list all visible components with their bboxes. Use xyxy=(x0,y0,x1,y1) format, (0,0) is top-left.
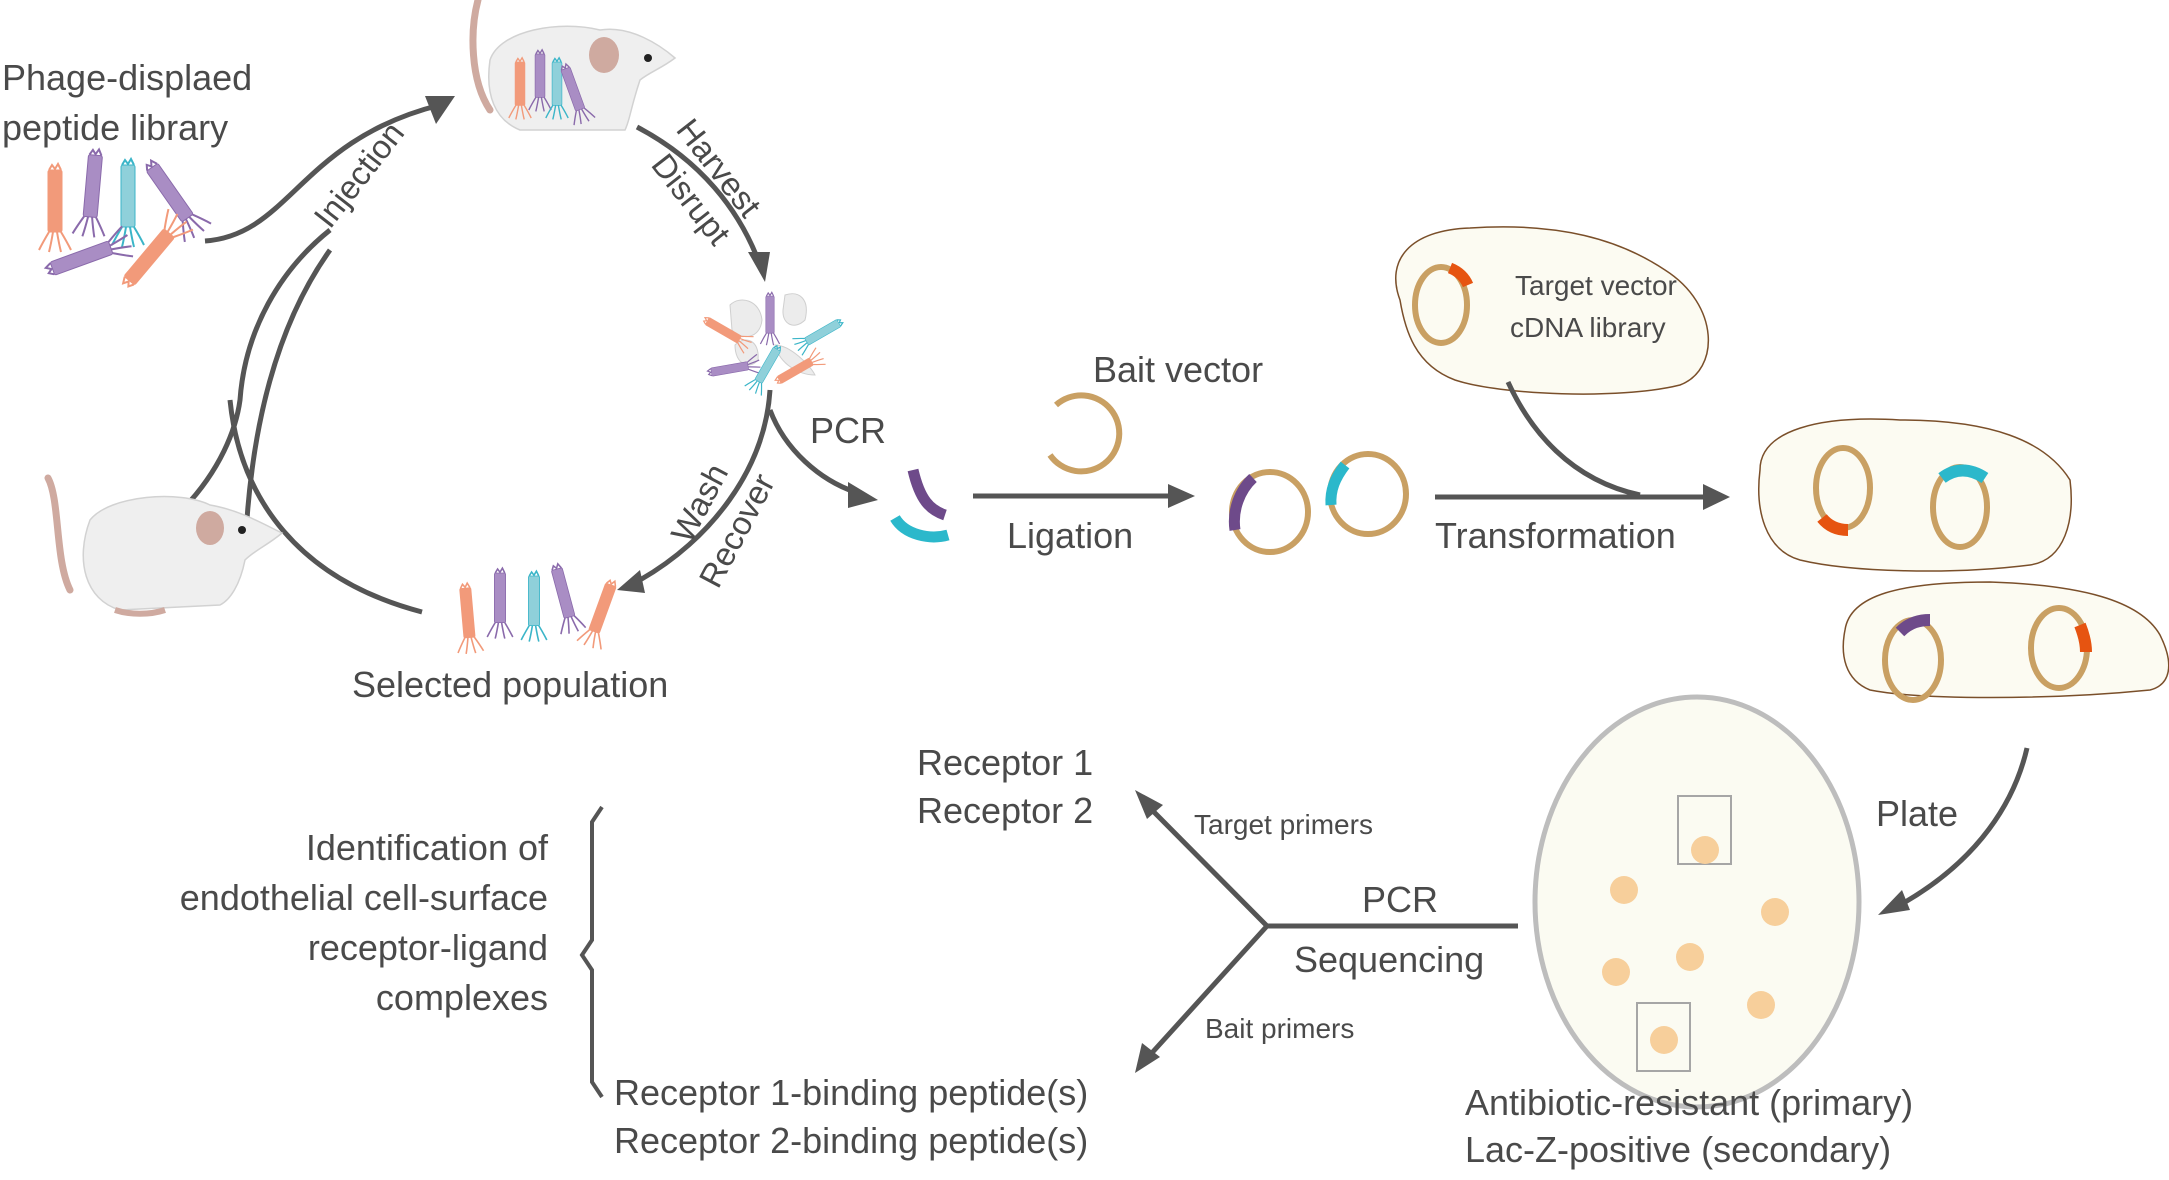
plate-caption-line1: Antibiotic-resistant (primary) xyxy=(1465,1082,1913,1123)
bait-vector-icon xyxy=(1047,392,1123,475)
binding-peptide-2-label: Receptor 2-binding peptide(s) xyxy=(614,1120,1088,1161)
selected-population-label: Selected population xyxy=(352,664,668,705)
pcr-bottom-label: PCR xyxy=(1362,879,1438,920)
curly-brace xyxy=(579,805,604,1099)
target-primers-arrowhead xyxy=(1135,790,1163,819)
plate-label: Plate xyxy=(1876,793,1958,834)
mouse-top-icon xyxy=(469,0,677,131)
identification-line1: Identification of xyxy=(306,827,549,868)
harvest-arrow xyxy=(635,124,763,266)
receptor-1-label: Receptor 1 xyxy=(917,742,1093,783)
target-to-transformation-line xyxy=(1505,380,1641,498)
pcr-products-icon xyxy=(890,468,950,543)
pcr-arrow xyxy=(767,409,856,495)
injection-arrowhead xyxy=(425,96,455,124)
identification-line2: endothelial cell-surface xyxy=(180,877,548,918)
injection-arrow xyxy=(204,102,441,244)
cycle-left-arc xyxy=(227,248,423,615)
mouse-to-cycle-line xyxy=(182,228,332,510)
disrupted-cells-icon xyxy=(698,291,848,398)
receptor-2-label: Receptor 2 xyxy=(917,790,1093,831)
selected-phages-icon xyxy=(451,560,626,656)
injection-label: Injection xyxy=(306,115,411,235)
target-vector-label-line1: Target vector xyxy=(1515,270,1677,301)
recombinant-bait-plasmids-icon xyxy=(1228,451,1409,555)
bait-primers-arrowhead xyxy=(1135,1043,1160,1073)
plate-arrowhead xyxy=(1878,890,1910,915)
library-label-line2: peptide library xyxy=(2,107,228,148)
identification-line4: complexes xyxy=(376,977,548,1018)
plate-caption-line2: Lac-Z-positive (secondary) xyxy=(1465,1129,1891,1170)
transformation-arrowhead xyxy=(1703,484,1730,510)
bait-primers-label: Bait primers xyxy=(1205,1013,1354,1044)
pcr-top-label: PCR xyxy=(810,410,886,451)
target-vector-cell xyxy=(1395,226,1709,395)
phage-library-icon xyxy=(38,146,214,297)
transformation-label: Transformation xyxy=(1435,515,1676,556)
harvest-arrowhead xyxy=(748,252,770,282)
target-primers-label: Target primers xyxy=(1194,809,1373,840)
wash-recover-arrowhead xyxy=(617,570,645,593)
bait-vector-label: Bait vector xyxy=(1093,349,1263,390)
ligation-label: Ligation xyxy=(1007,515,1133,556)
target-vector-label-line2: cDNA library xyxy=(1510,312,1666,343)
plate-arrow xyxy=(1898,747,2030,908)
identification-label: Identification of endothelial cell-surfa… xyxy=(180,827,549,1018)
binding-peptide-1-label: Receptor 1-binding peptide(s) xyxy=(614,1072,1088,1113)
pcr-arrowhead xyxy=(848,482,878,508)
petri-dish-icon xyxy=(1532,694,1862,1110)
bait-primers-arrow xyxy=(1148,924,1269,1057)
sequencing-label: Sequencing xyxy=(1294,939,1484,980)
transformed-cell-1 xyxy=(1758,418,2072,572)
mouse-left-icon xyxy=(44,474,284,617)
transformed-cell-2 xyxy=(1842,581,2169,703)
wash-recover-arrow xyxy=(638,389,773,583)
ligation-arrowhead xyxy=(1168,484,1195,508)
target-primers-arrow xyxy=(1148,806,1269,928)
library-label-line1: Phage-displaed xyxy=(2,57,252,98)
identification-line3: receptor-ligand xyxy=(308,927,548,968)
